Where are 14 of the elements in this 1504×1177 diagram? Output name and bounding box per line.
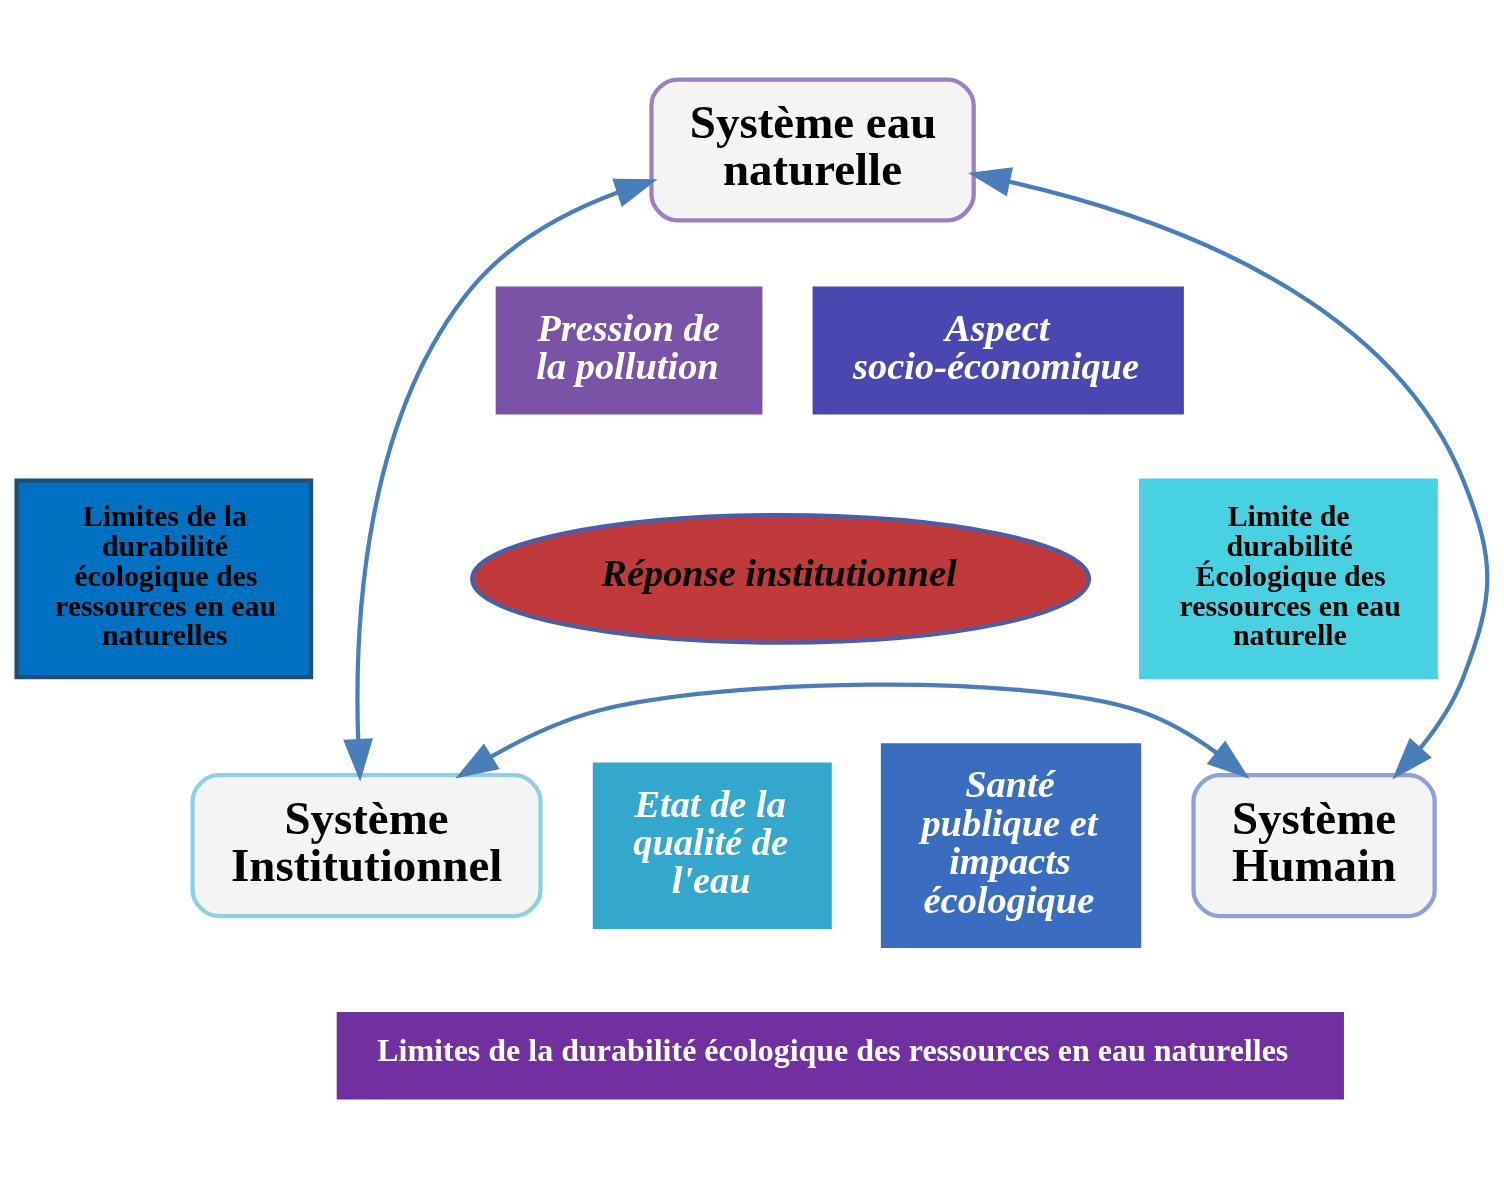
node-box: Système Humain	[1191, 773, 1437, 919]
node-box: Système Institutionnel	[190, 773, 543, 919]
arrow	[343, 178, 658, 782]
arrow	[968, 167, 1490, 780]
node-box: Limites de la durabilité écologique des ressources en eau naturelles	[336, 1012, 1344, 1100]
node-ellipse: Réponse institutionnel	[470, 512, 1092, 645]
node-box: Pression de la pollution	[495, 286, 763, 415]
node-box: Système eau naturelle	[649, 77, 976, 223]
node-box: Limite de durabilité Écologique des ressources en eau naturelle	[1139, 478, 1438, 680]
node-box: Limites de la durabilité écologique des ressources en eau naturelles	[14, 478, 314, 680]
node-box: Aspect socio-économique	[812, 286, 1184, 415]
arrow	[455, 682, 1250, 779]
node-box: Santé publique et impacts écologique	[880, 743, 1142, 949]
node-box: Etat de la qualité de l'eau	[592, 762, 832, 929]
